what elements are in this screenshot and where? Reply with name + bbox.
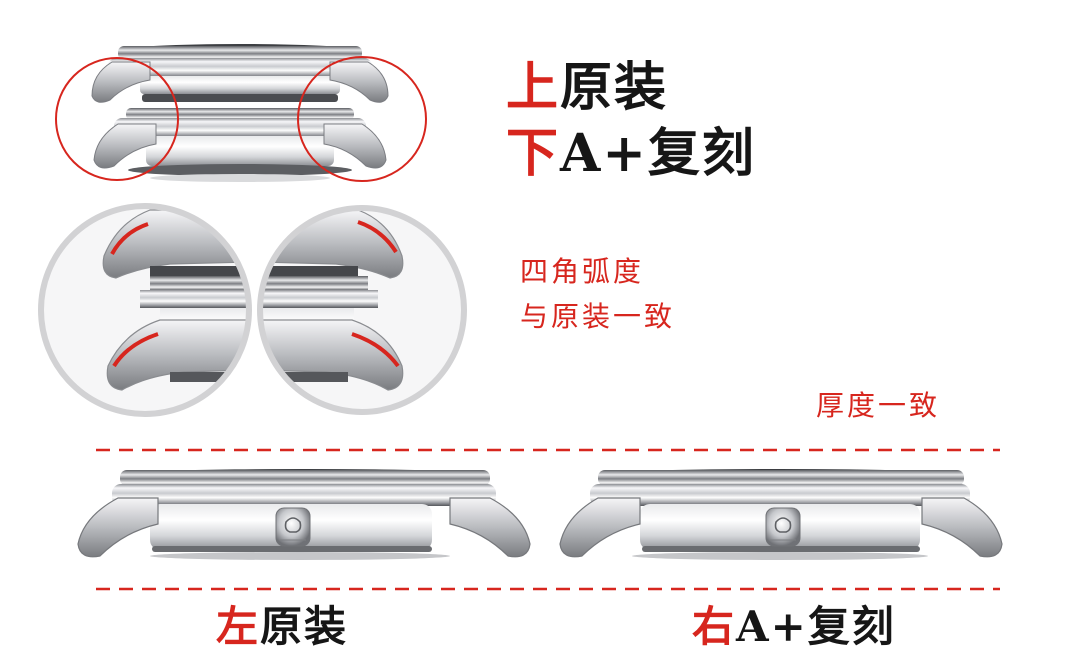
zoom-circle-right xyxy=(257,205,467,415)
side-view-replica-watch xyxy=(559,469,1003,560)
caption-top-text: 原装 xyxy=(560,57,669,118)
side-view-original-watch xyxy=(77,469,531,560)
caption-left-text: 原装 xyxy=(260,602,349,651)
caption-left-original: 左原装 xyxy=(216,606,348,648)
note-thickness: 厚度一致 xyxy=(816,389,941,422)
caption-top-mark: 上 xyxy=(506,57,561,118)
caption-bottom-replica: 下A+复刻 xyxy=(506,128,756,180)
note-corner-curvature-line1: 四角弧度 xyxy=(520,255,645,288)
caption-bottom-text: A+复刻 xyxy=(560,123,756,184)
caption-bottom-mark: 下 xyxy=(506,123,561,184)
caption-left-mark: 左 xyxy=(216,602,261,651)
caption-right-mark: 右 xyxy=(692,602,737,651)
caption-top-original: 上原装 xyxy=(506,62,668,114)
caption-right-text: A+复刻 xyxy=(736,602,896,651)
note-corner-curvature-line2: 与原装一致 xyxy=(520,300,676,333)
top-stacked-watch-cases xyxy=(91,44,389,182)
caption-right-replica: 右A+复刻 xyxy=(692,606,896,648)
zoom-circle-left xyxy=(38,203,252,417)
highlight-circle-left xyxy=(55,57,179,181)
highlight-circle-right xyxy=(297,56,427,182)
